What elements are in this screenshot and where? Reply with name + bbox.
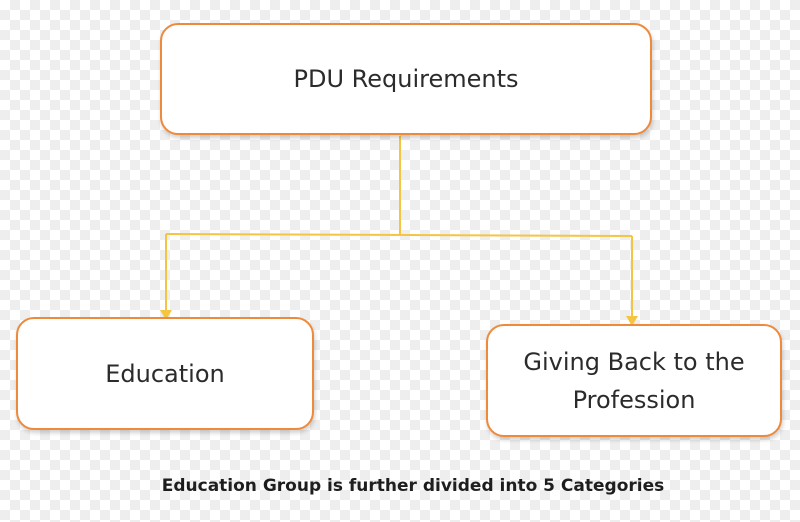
- node-education-label: Education: [105, 359, 225, 388]
- node-education: Education: [16, 317, 314, 430]
- arrowhead-education-icon: [160, 310, 172, 320]
- connector-horizontal-bar: [165, 233, 633, 237]
- diagram-caption: Education Group is further divided into …: [161, 476, 665, 496]
- node-pdu-requirements: PDU Requirements: [160, 23, 652, 135]
- node-pdu-requirements-label: PDU Requirements: [293, 65, 519, 93]
- node-giving-back-line1: Giving Back to the: [523, 347, 745, 376]
- node-giving-back-line2: Profession: [572, 385, 696, 414]
- node-giving-back-label: Giving Back to the Profession: [523, 343, 744, 419]
- node-giving-back: Giving Back to the Profession: [486, 324, 782, 437]
- arrowhead-giving-icon: [626, 316, 638, 326]
